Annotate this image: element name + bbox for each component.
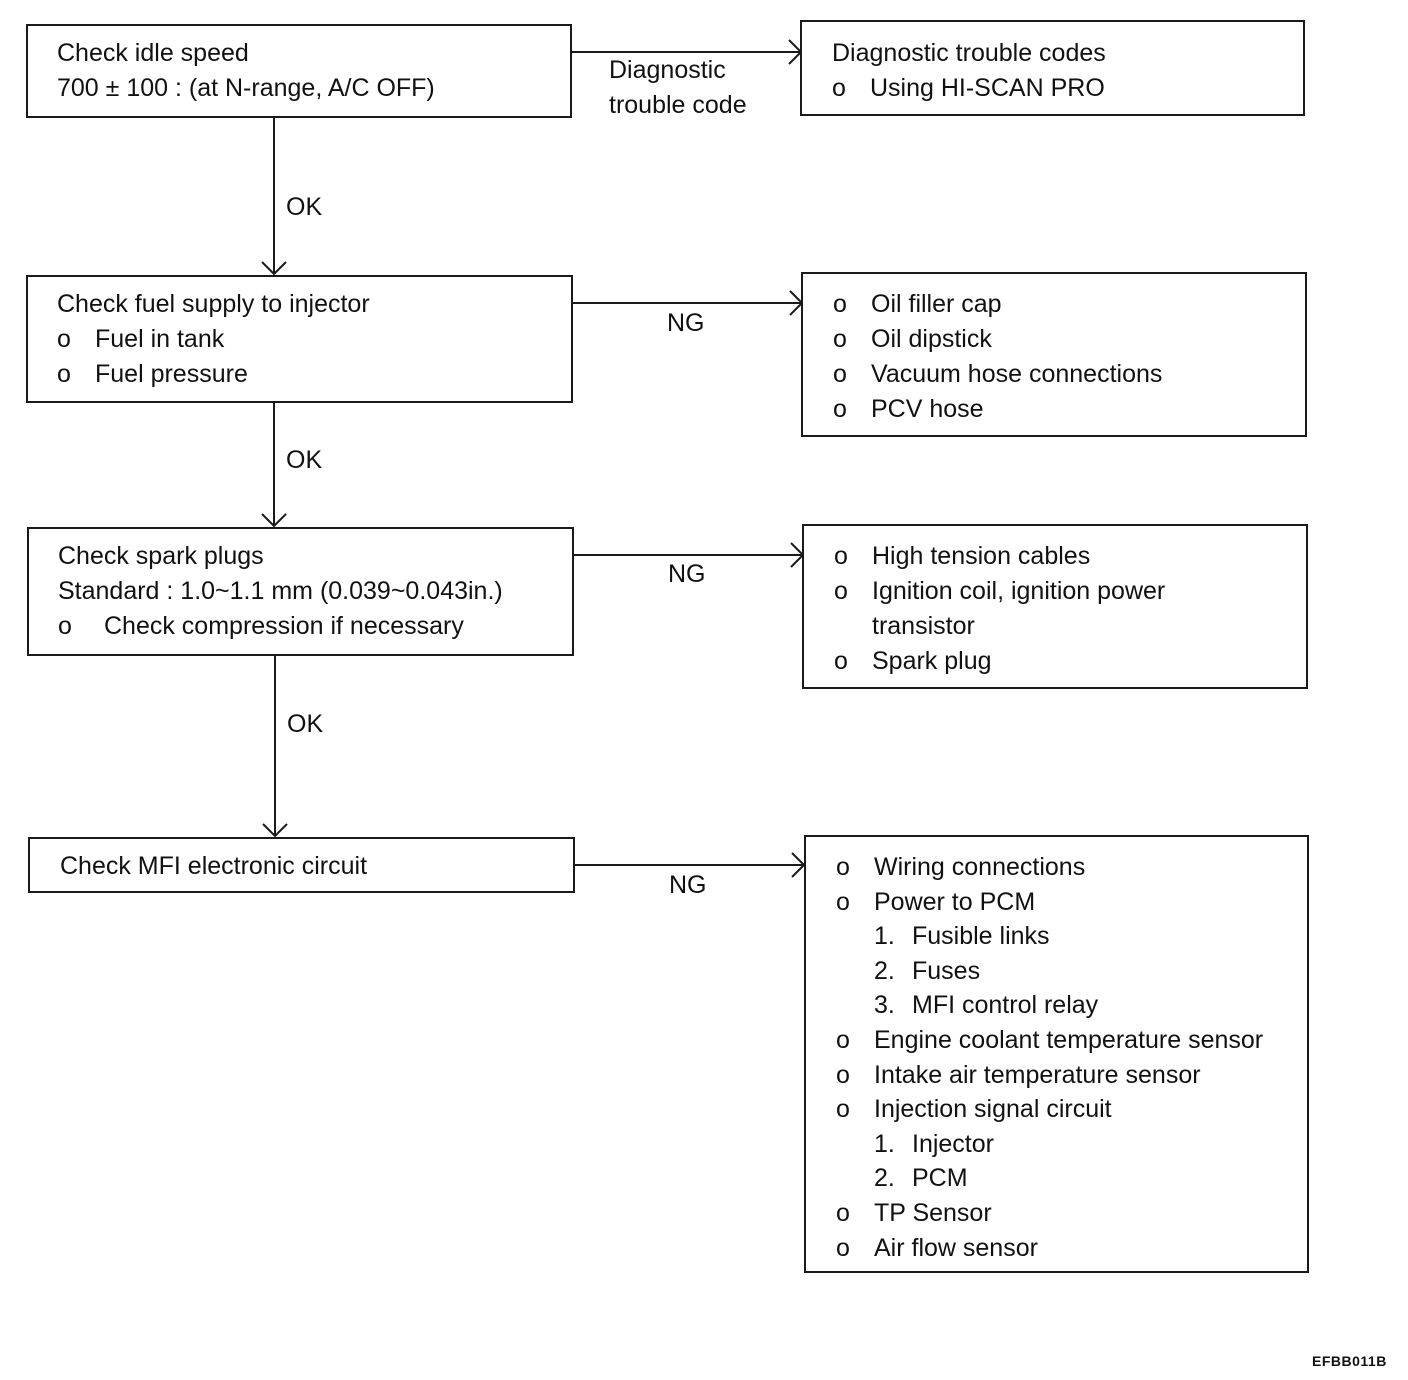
bullet: o <box>833 325 847 353</box>
dtc-label-line1: Diagnostic <box>609 56 726 84</box>
result-title: Diagnostic trouble codes <box>832 39 1106 67</box>
result-item-continued: transistor <box>872 612 975 640</box>
step-box-mfi-circuit: Check MFI electronic circuit <box>28 837 575 893</box>
bullet: o <box>836 853 850 881</box>
result-subitem: 1.Fusible links <box>836 919 1307 954</box>
result-subitem: 1.Injector <box>836 1127 1307 1162</box>
ok-label-3: OK <box>287 710 324 738</box>
bullet: o <box>834 647 848 675</box>
bullet: o <box>57 325 71 353</box>
step-spec: Standard : 1.0~1.1 mm (0.039~0.043in.) <box>58 577 503 605</box>
ng-label-1: NG <box>667 309 705 337</box>
arrowhead-down-3 <box>262 823 288 838</box>
step-box-spark-plugs: Check spark plugs Standard : 1.0~1.1 mm … <box>27 527 574 656</box>
bullet: o <box>836 1233 850 1262</box>
bullet: o <box>58 612 72 640</box>
result-subitem: 3.MFI control relay <box>836 988 1307 1023</box>
arrowhead-down-1 <box>261 261 287 276</box>
bullet: o <box>834 542 848 570</box>
step-title: Check idle speed <box>57 39 249 67</box>
bullet: o <box>834 577 848 605</box>
bullet: o <box>833 395 847 423</box>
step-spec: 700 ± 100 : (at N-range, A/C OFF) <box>57 74 435 102</box>
ok-label-1: OK <box>286 193 323 221</box>
step-title: Check spark plugs <box>58 542 264 570</box>
bullet: o <box>833 290 847 318</box>
ok-label-2: OK <box>286 446 323 474</box>
bullet: o <box>832 74 846 102</box>
ng-label-3: NG <box>669 871 707 899</box>
step-box-idle-speed: Check idle speed 700 ± 100 : (at N-range… <box>26 24 572 118</box>
bullet: o <box>836 1095 850 1124</box>
figure-code: EFBB011B <box>1312 1353 1387 1369</box>
result-subitem: 2.Fuses <box>836 954 1307 989</box>
step-title: Check MFI electronic circuit <box>60 852 368 880</box>
arrowhead-down-2 <box>261 513 287 528</box>
bullet: o <box>836 1198 850 1227</box>
result-subitem: 2.PCM <box>836 1161 1307 1196</box>
dtc-label-line2: trouble code <box>609 91 747 119</box>
bullet: o <box>833 360 847 388</box>
bullet: o <box>836 887 850 916</box>
sub-number: 3. <box>874 991 895 1020</box>
sub-number: 1. <box>874 1129 895 1158</box>
sub-number: 2. <box>874 1164 895 1193</box>
bullet: o <box>836 1025 850 1054</box>
bullet: o <box>836 1060 850 1089</box>
bullet: o <box>57 360 71 388</box>
ng-label-2: NG <box>668 560 706 588</box>
sub-number: 2. <box>874 956 895 985</box>
sub-number: 1. <box>874 922 895 951</box>
step-title: Check fuel supply to injector <box>57 290 370 318</box>
